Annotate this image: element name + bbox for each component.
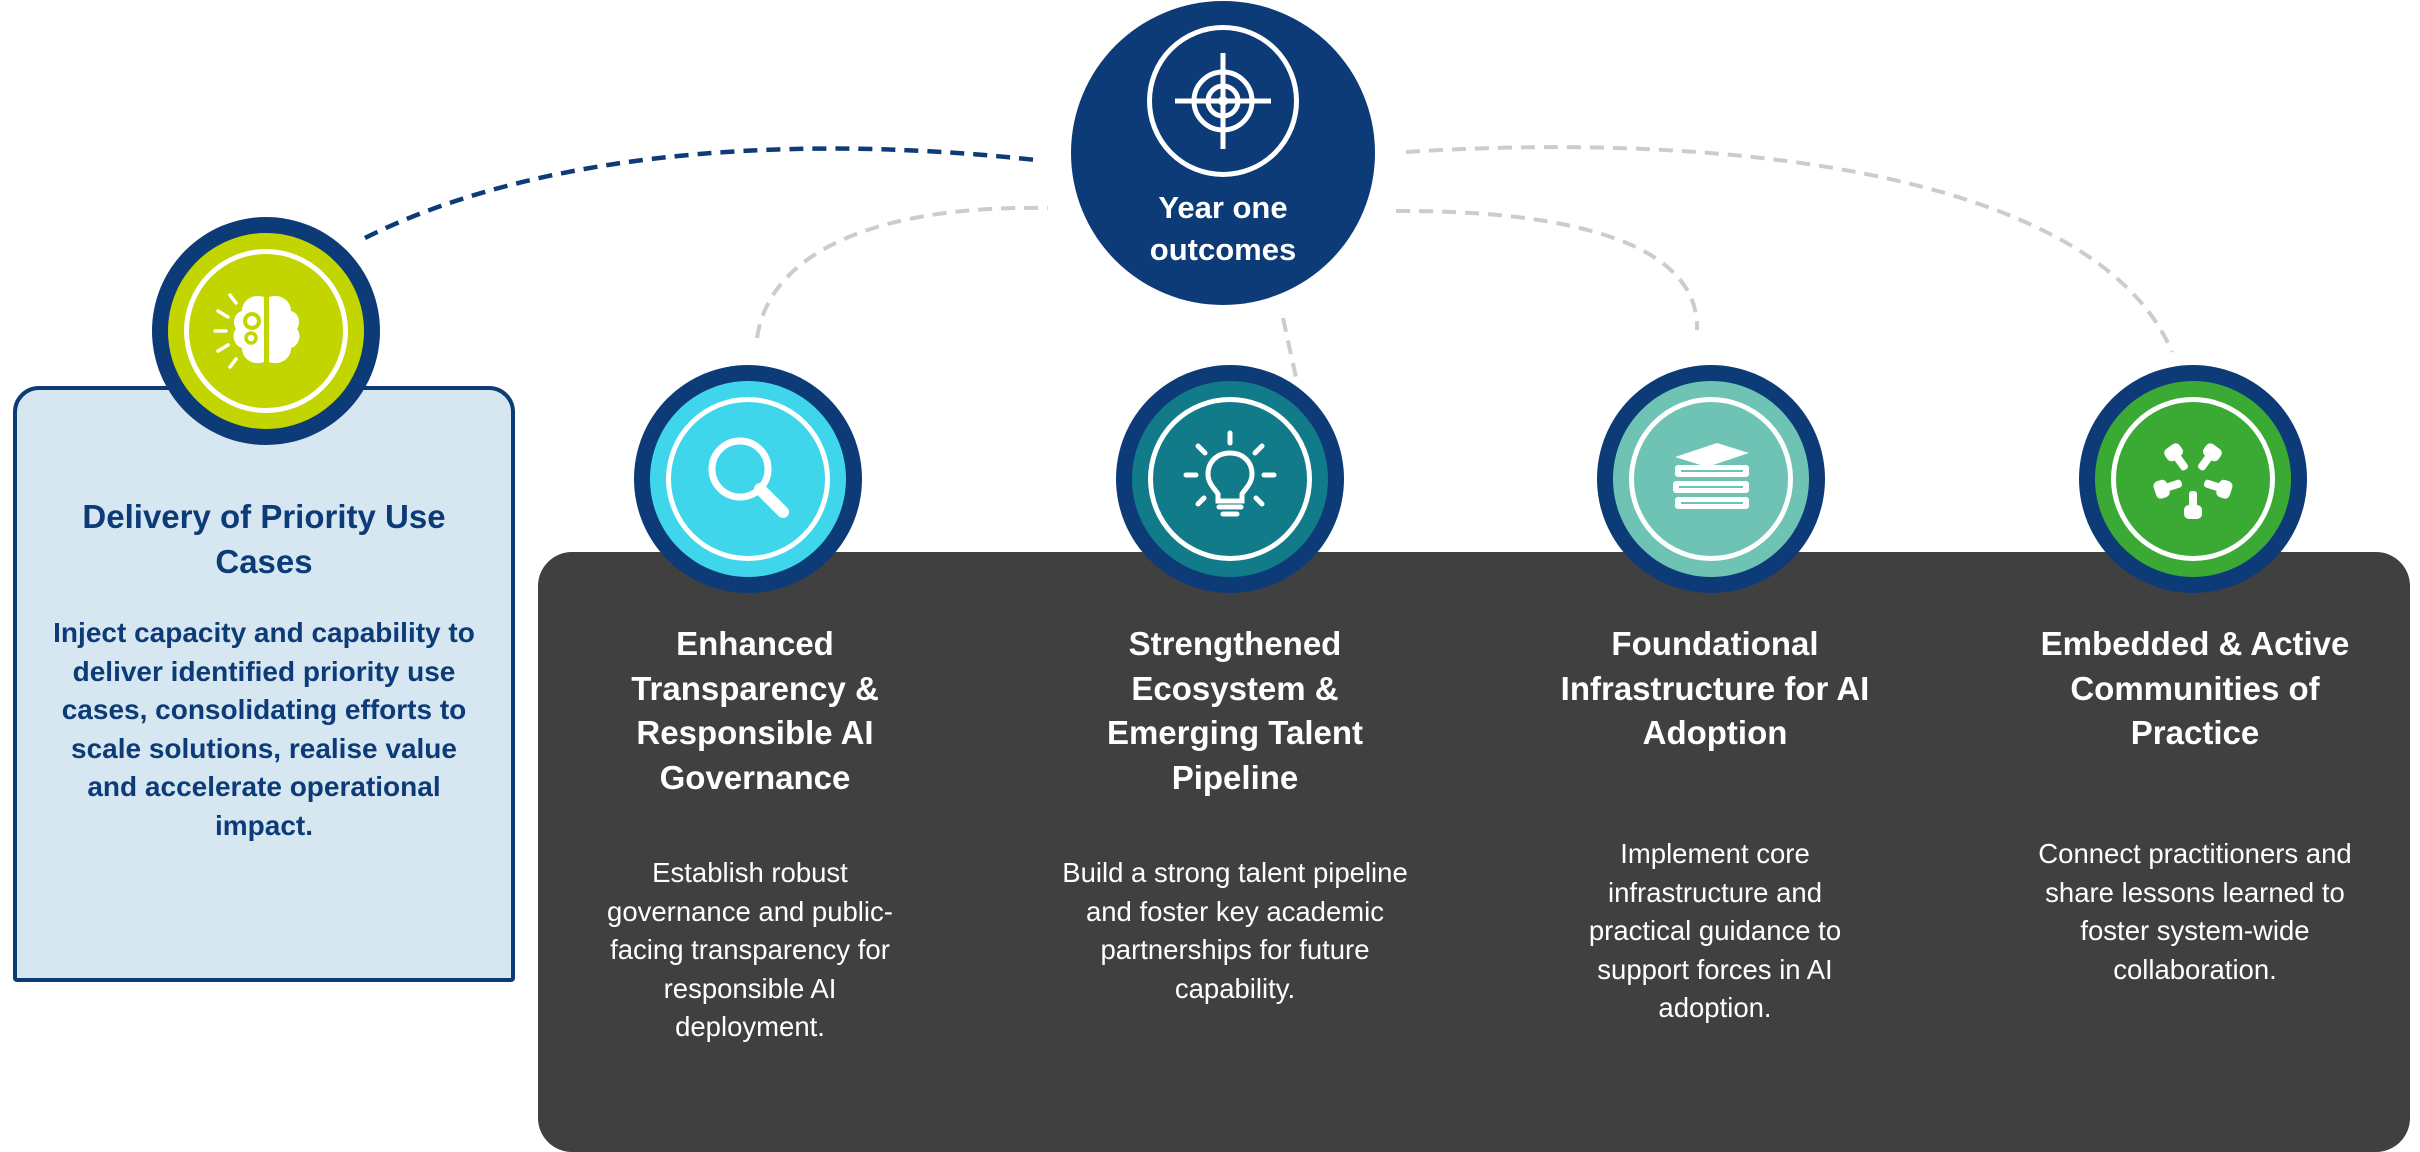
transparency-icon-circle	[634, 365, 862, 593]
connector-priority	[363, 146, 1037, 241]
hands-collaboration-icon	[2153, 443, 2233, 519]
pillar-title-transparency: Enhanced Transparency & Responsible AI G…	[631, 625, 879, 796]
lightbulb-icon	[1183, 430, 1277, 517]
year-one-outcomes-circle: Year one outcomes	[1071, 1, 1375, 305]
outcomes-label: Year one outcomes	[1071, 187, 1375, 271]
pillars-panel	[538, 552, 2410, 1152]
brain-gear-icon	[213, 293, 300, 369]
priority-icon-circle	[152, 217, 380, 445]
connector-transparency	[755, 205, 1049, 339]
connector-lines	[363, 145, 2174, 383]
pillar-desc-ecosystem: Build a strong talent pipeline and foste…	[1062, 857, 1408, 1004]
priority-use-cases-card: Delivery of Priority Use Cases Inject ca…	[13, 386, 515, 982]
books-icon	[1673, 443, 1749, 509]
pillar-title-ecosystem: Strengthened Ecosystem & Emerging Talent…	[1106, 625, 1364, 796]
connector-infra	[1395, 208, 1700, 331]
pillar-desc-communities: Connect practitioners and share lessons …	[2038, 838, 2352, 985]
pillar-desc-transparency: Establish robust governance and public-f…	[607, 857, 893, 1042]
priority-description: Inject capacity and capability to delive…	[53, 617, 475, 841]
outcomes-label-line1: Year one	[1158, 190, 1288, 225]
communities-icon-circle	[2079, 365, 2307, 593]
outcomes-label-line2: outcomes	[1149, 232, 1297, 267]
pillar-title-communities: Embedded & Active Communities of Practic…	[2040, 625, 2350, 751]
pillar-title-infrastructure: Foundational Infrastructure for AI Adopt…	[1560, 625, 1870, 751]
pillar-desc-infrastructure: Implement core infrastructure and practi…	[1588, 838, 1842, 1023]
ecosystem-icon-circle	[1116, 365, 1344, 593]
infrastructure-icon-circle	[1597, 365, 1825, 593]
connector-communities	[1405, 145, 2174, 353]
connector-ecosystem	[1281, 317, 1299, 383]
magnifier-icon	[708, 437, 789, 518]
priority-title: Delivery of Priority Use Cases	[82, 498, 446, 580]
target-icon	[1175, 53, 1271, 149]
